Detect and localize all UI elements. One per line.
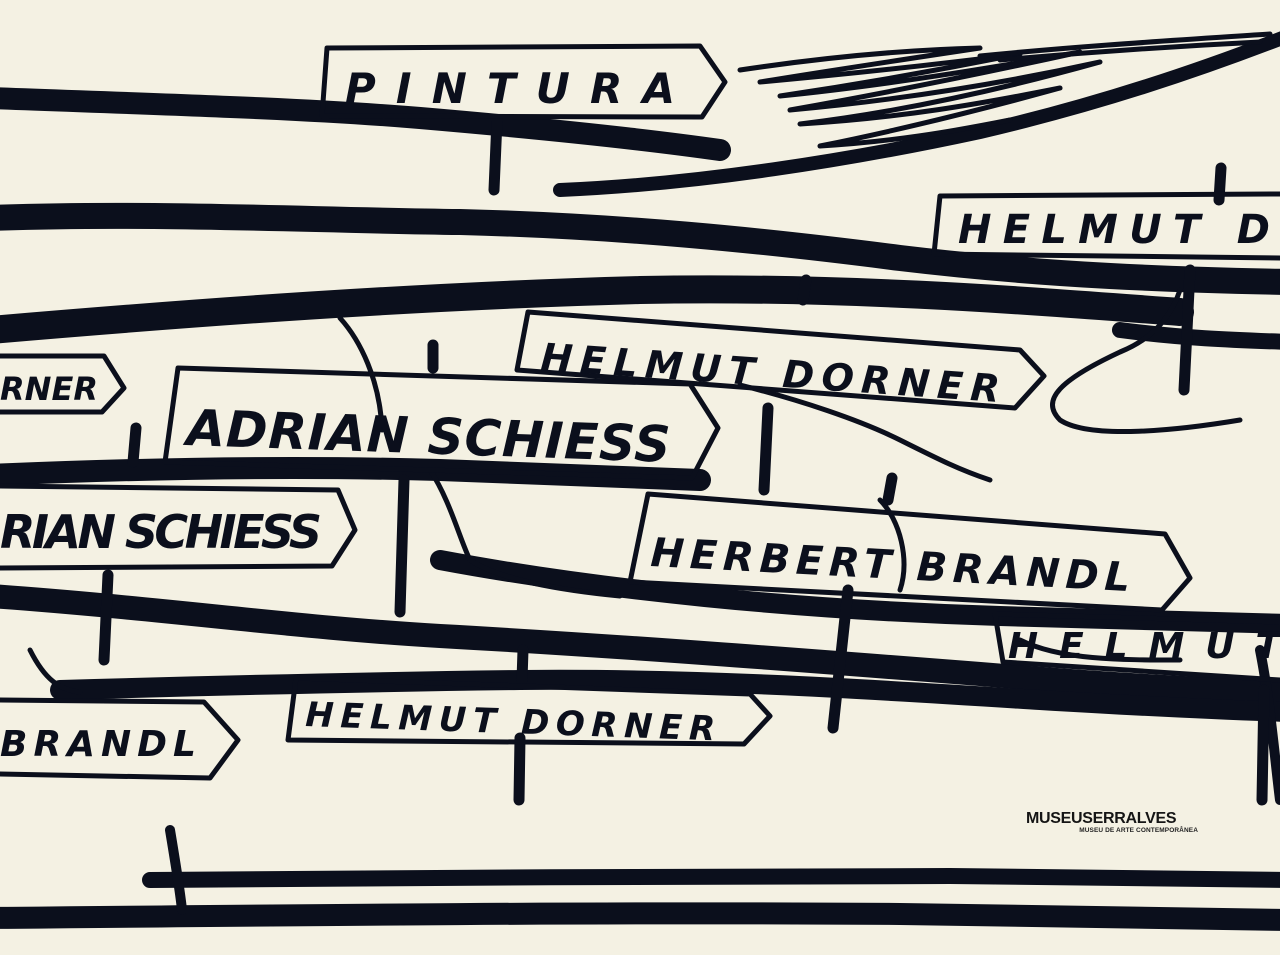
- museum-logo-suffix: SERRALVES: [1082, 810, 1177, 827]
- sign-post-dorner-low-lower: [513, 732, 526, 806]
- signboard-rian: [0, 483, 358, 571]
- ink-loop-7: [27, 647, 83, 695]
- signboard-helmut-d: [931, 191, 1280, 261]
- sign-post-helmut-d-lower: [1178, 264, 1196, 396]
- sign-post-dorner-low: [516, 644, 529, 686]
- ink-band-13: [165, 825, 187, 915]
- lettering-rian: RIAN SCHIESS: [0, 505, 322, 559]
- ink-band-11: [142, 868, 1280, 888]
- signboard-pintura: [319, 43, 728, 120]
- lettering-rner: RNER: [0, 370, 98, 408]
- signboard-brandl: [0, 697, 241, 781]
- ink-band-3: [0, 202, 1280, 295]
- signboard-rner: [0, 353, 127, 415]
- sign-post-dorner-top: [797, 274, 812, 306]
- signboard-dorner-top: [514, 309, 1047, 411]
- ink-loop-6: [1017, 637, 1183, 663]
- ink-band-2: [553, 31, 1280, 197]
- signboard-adrian: [162, 365, 721, 481]
- ink-band-9: [50, 669, 1280, 722]
- sign-post-right-edge: [1256, 684, 1270, 806]
- museum-logo-name: MUSEUSERRALVES: [1026, 811, 1206, 827]
- sign-post-herbert-lower: [827, 584, 854, 734]
- ink-band-8: [0, 584, 1280, 704]
- ink-band-10: [1255, 645, 1280, 805]
- ink-loop-5: [737, 382, 993, 483]
- lettering-helmut-d: HELMUT D: [958, 207, 1276, 253]
- ink-loop-3: [427, 467, 623, 599]
- ink-band-4: [0, 275, 1194, 344]
- sign-post-adrian-lower: [394, 474, 410, 618]
- lettering-brandl: BRANDL: [0, 724, 196, 765]
- ink-scribble-tail: [977, 31, 1273, 63]
- sign-post-herbert: [882, 472, 898, 506]
- museum-logo-prefix: MUSEU: [1026, 810, 1083, 827]
- ink-loop-4: [877, 497, 907, 593]
- sign-post-dorner-mid: [758, 402, 774, 496]
- museum-logo-tagline: MUSEU DE ARTE CONTEMPORÂNEA: [1079, 827, 1198, 834]
- signboard-herbert: [627, 491, 1193, 613]
- ink-loop-2: [337, 315, 385, 433]
- museum-logo: MUSEUSERRALVES MUSEU DE ARTE CONTEMPORÂN…: [1026, 811, 1206, 835]
- ink-band-12: [0, 902, 1280, 931]
- sign-post-rian-lower: [98, 569, 114, 666]
- ink-band-5: [1112, 322, 1280, 350]
- signboard-dorner-low: [285, 675, 773, 747]
- signboard-helmut-right: [992, 611, 1280, 683]
- ink-scribble: [737, 45, 1103, 149]
- ink-loop-1: [1050, 287, 1243, 435]
- sign-post-rian: [127, 422, 142, 468]
- lettering-pintura: PINTURA: [345, 64, 685, 113]
- sign-post-pintura: [488, 114, 503, 196]
